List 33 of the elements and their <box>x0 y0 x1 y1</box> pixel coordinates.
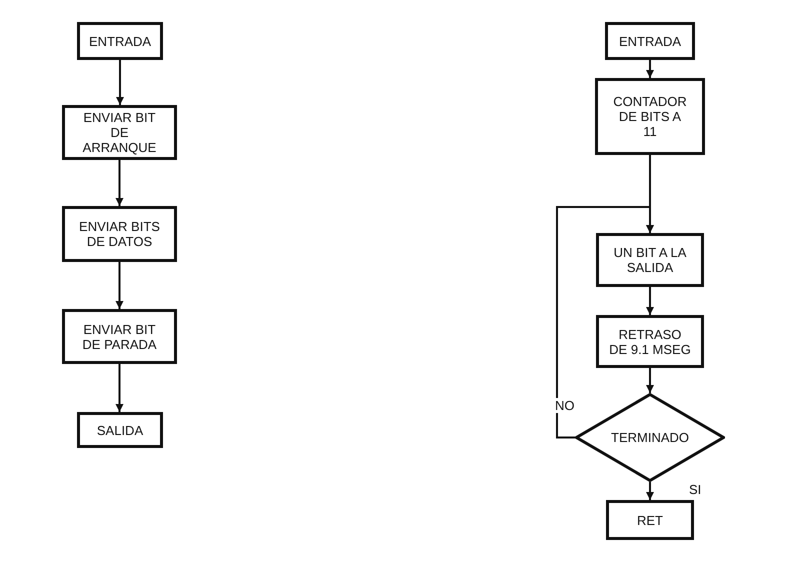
arrow <box>116 60 124 105</box>
node-label: TERMINADO <box>610 430 690 445</box>
arrow <box>646 287 654 315</box>
arrow <box>646 368 654 393</box>
node-label: UN BIT A LA SALIDA <box>612 245 688 275</box>
node-label: RETRASO DE 9.1 MSEG <box>609 326 691 356</box>
edge-label: SI <box>687 482 704 497</box>
edge-label: NO <box>553 398 576 413</box>
process-box <box>596 233 704 287</box>
arrow <box>556 206 654 438</box>
node-label: ENVIAR BIT DE ARRANQUE <box>82 110 158 155</box>
node-label: SALIDA <box>96 422 144 438</box>
node-label: CONTADOR DE BITS A 11 <box>612 94 688 139</box>
node-label: ENVIAR BIT DE PARADA <box>81 322 158 352</box>
node-label: RET <box>636 512 664 528</box>
arrow <box>116 160 124 206</box>
arrow <box>646 60 654 78</box>
process-box <box>77 412 163 448</box>
process-box <box>595 78 705 155</box>
process-box <box>596 315 704 368</box>
process-box <box>606 500 694 540</box>
arrow <box>116 262 124 309</box>
process-box <box>77 22 163 60</box>
process-box <box>62 206 177 262</box>
process-box <box>62 105 177 160</box>
arrow <box>646 482 654 500</box>
decision-diamond <box>575 393 725 482</box>
node-label: ENTRADA <box>88 34 152 48</box>
node-label: ENVIAR BITS DE DATOS <box>78 219 161 249</box>
process-box <box>62 309 177 364</box>
node-label: ENTRADA <box>618 34 682 48</box>
arrow <box>116 364 124 412</box>
process-box <box>605 22 695 60</box>
